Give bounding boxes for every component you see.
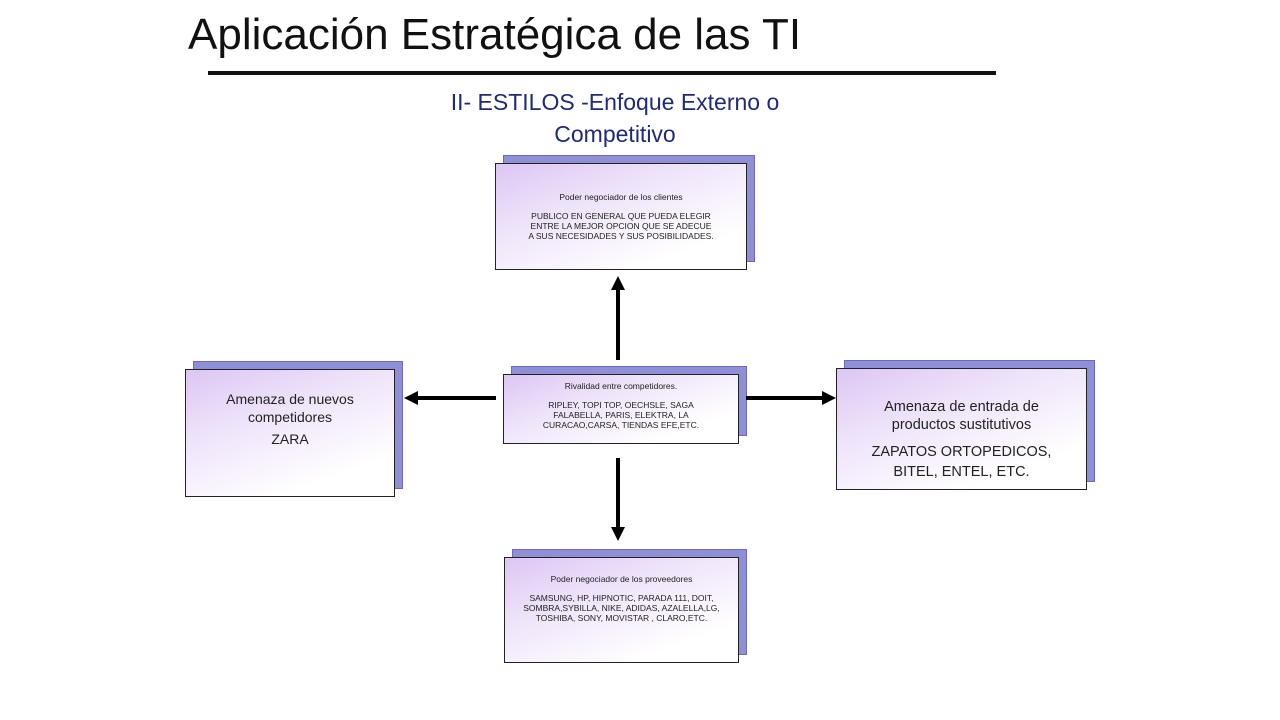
box-heading-line: productos sustitutivos (891, 417, 1032, 433)
box-face: Rivalidad entre competidores. RIPLEY, TO… (503, 374, 739, 444)
box-text-line: ENTRE LA MEJOR OPCION QUE SE ADECUE (530, 221, 712, 231)
box-heading: Poder negociador de los proveedores (550, 574, 693, 584)
box-heading: Amenaza de entrada de productos sustitut… (857, 398, 1066, 434)
subtitle-line: Competitivo (554, 121, 676, 147)
box-text-line: CURACAO,CARSA, TIENDAS EFE,ETC. (542, 420, 700, 430)
box-heading-line: Amenaza de nuevos (226, 391, 354, 407)
box-clients: Poder negociador de los clientes PUBLICO… (495, 155, 755, 270)
box-text-line: SAMSUNG, HP, HIPNOTIC, PARADA 111, DOIT, (529, 593, 714, 603)
box-new-entrants: Amenaza de nuevos competidores ZARA (185, 361, 403, 497)
arrow-right-shaft (746, 396, 823, 400)
slide-subtitle: II- ESTILOS -Enfoque Externo o Competiti… (370, 86, 860, 150)
arrow-down-head (611, 527, 625, 541)
box-body: ZAPATOS ORTOPEDICOS, BITEL, ENTEL, ETC. (857, 442, 1066, 482)
box-text-line: ZARA (271, 431, 309, 447)
box-heading: Poder negociador de los clientes (559, 192, 683, 202)
box-heading: Amenaza de nuevos competidores (206, 390, 374, 426)
arrow-up-shaft (616, 288, 620, 360)
arrow-up-head (611, 276, 625, 290)
box-face: Amenaza de entrada de productos sustitut… (836, 368, 1087, 490)
slide-title: Aplicación Estratégica de las TI (188, 10, 802, 59)
box-face: Poder negociador de los clientes PUBLICO… (495, 163, 747, 270)
arrow-left-shaft (418, 396, 496, 400)
title-underline (208, 71, 996, 75)
box-text-line: A SUS NECESIDADES Y SUS POSIBILIDADES. (528, 231, 714, 241)
box-text-line: TOSHIBA, SONY, MOVISTAR , CLARO,ETC. (535, 613, 708, 623)
box-heading: Rivalidad entre competidores. (564, 381, 678, 391)
box-text-line: ZAPATOS ORTOPEDICOS, (871, 444, 1052, 460)
box-text-line: FALABELLA, PARIS, ELEKTRA, LA (553, 410, 689, 420)
arrow-down-shaft (616, 458, 620, 528)
box-heading-line: competidores (247, 409, 333, 425)
box-text-line: RIPLEY, TOPI TOP, OECHSLE, SAGA (548, 400, 694, 410)
box-text-line: BITEL, ENTEL, ETC. (893, 464, 1030, 480)
box-heading-line: Amenaza de entrada de (884, 399, 1039, 415)
box-text-line: SOMBRA,SYBILLA, NIKE, ADIDAS, AZALELLA,L… (523, 603, 720, 613)
box-suppliers: Poder negociador de los proveedores SAMS… (504, 549, 747, 663)
box-text-line: PUBLICO EN GENERAL QUE PUEDA ELEGIR (531, 211, 711, 221)
arrow-right-head (822, 391, 836, 405)
subtitle-line: II- ESTILOS -Enfoque Externo o (450, 89, 780, 115)
arrow-left-head (404, 391, 418, 405)
box-substitutes: Amenaza de entrada de productos sustitut… (836, 360, 1095, 490)
box-face: Poder negociador de los proveedores SAMS… (504, 557, 739, 663)
box-rivalry: Rivalidad entre competidores. RIPLEY, TO… (503, 366, 747, 444)
box-face: Amenaza de nuevos competidores ZARA (185, 369, 395, 497)
